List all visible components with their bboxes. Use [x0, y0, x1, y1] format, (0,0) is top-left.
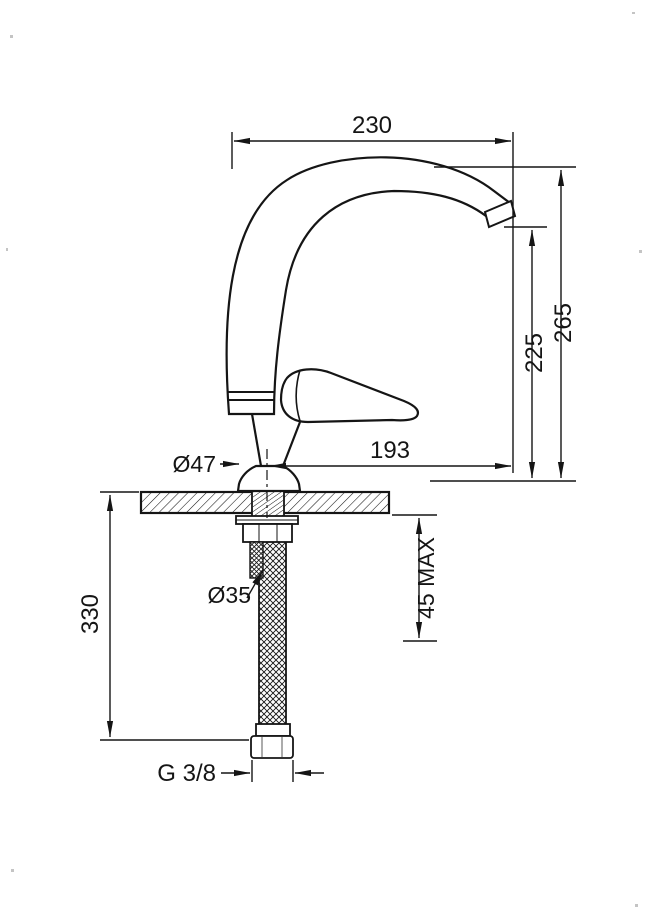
spout-nozzle	[483, 199, 517, 229]
dimensions: 230 265 225 193 Ø47 Ø35	[77, 112, 577, 787]
scan-artifacts	[6, 12, 642, 907]
dimension-max-deck-thickness: 45 MAX	[392, 514, 439, 642]
dim-overall-width-label: 230	[352, 112, 392, 139]
dim-connection-thread-label: G 3/8	[157, 760, 216, 787]
dimension-spout-height: 225	[504, 226, 548, 479]
hose-collar	[255, 723, 291, 737]
dim-overall-height-label: 265	[550, 303, 577, 343]
under-counter-assembly	[235, 490, 299, 759]
mounting-nut	[242, 523, 293, 543]
supply-hose	[258, 542, 287, 724]
leader-line	[246, 569, 264, 599]
dimension-connection-thread: G 3/8	[157, 760, 324, 787]
dimension-shank-diameter: Ø35	[208, 569, 264, 608]
dimension-overall-height: 265	[430, 166, 577, 482]
spout-joint-lines	[227, 391, 275, 401]
handle-pivot-line	[295, 369, 301, 422]
dimension-hose-drop: 330	[77, 491, 249, 741]
dim-spout-reach-label: 193	[370, 437, 410, 464]
dimension-base-diameter: Ø47	[173, 451, 240, 477]
handle-lever	[279, 368, 420, 424]
dim-spout-height-label: 225	[521, 333, 548, 373]
dim-base-diameter-label: Ø47	[173, 451, 216, 477]
countertop-hatch-left	[142, 493, 252, 512]
faucet-base	[236, 464, 302, 493]
threaded-stud	[249, 541, 264, 579]
dimension-overall-width: 230	[231, 112, 514, 473]
spout-tube	[225, 156, 513, 416]
dimension-spout-reach: 193	[269, 437, 512, 470]
dim-shank-diameter-label: Ø35	[208, 582, 251, 608]
faucet-body	[225, 156, 517, 518]
dim-max-deck-thickness-label: 45 MAX	[413, 537, 439, 619]
mounting-shank	[251, 490, 285, 517]
countertop-hatch-right	[284, 493, 389, 512]
dim-hose-drop-label: 330	[77, 594, 104, 634]
hose-connector	[250, 735, 294, 759]
handle-stem	[250, 413, 302, 467]
